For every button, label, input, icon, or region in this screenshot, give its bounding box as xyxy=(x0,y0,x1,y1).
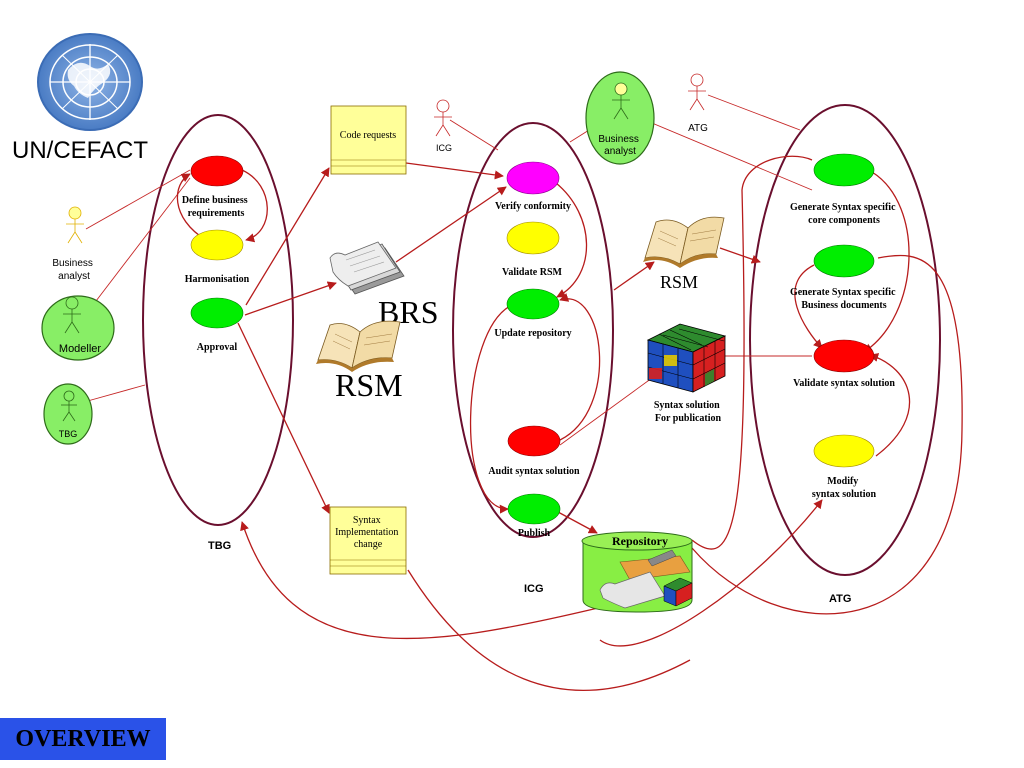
business-analyst-top-line2: analyst xyxy=(604,146,636,157)
business-analyst-left-label: Business analyst xyxy=(52,258,95,282)
syntax-solution-line1: Syntax solution xyxy=(654,400,720,411)
rsm-right-label: RSM xyxy=(660,272,698,292)
define-requirements-line1: Define business xyxy=(182,195,248,206)
verify-conformity-node[interactable] xyxy=(506,161,560,195)
update-repository-label: Update repository xyxy=(494,328,571,339)
syntax-solution-label: Syntax solution For publication xyxy=(654,400,722,424)
code-requests-note[interactable]: Code requests xyxy=(330,105,407,175)
actor-business-analyst-top xyxy=(585,71,655,165)
harmonisation-node[interactable] xyxy=(190,229,244,261)
rsm-book-left-icon xyxy=(316,320,401,372)
flow-arrows xyxy=(176,155,963,691)
generate-business-line1: Generate Syntax specific xyxy=(790,287,896,298)
audit-syntax-label: Audit syntax solution xyxy=(488,466,580,477)
generate-core-line1: Generate Syntax specific xyxy=(790,202,896,213)
atg-actor-label: ATG xyxy=(688,123,708,134)
business-analyst-left-line2: analyst xyxy=(58,271,90,282)
publish-label: Publish xyxy=(518,528,551,539)
generate-business-line2: Business documents xyxy=(801,300,886,311)
business-analyst-top-label: Business analyst xyxy=(598,134,641,157)
icg-group-label: ICG xyxy=(524,583,544,595)
rubiks-cube-icon xyxy=(646,323,727,393)
generate-core-node[interactable] xyxy=(813,153,875,187)
actor-icg xyxy=(434,99,452,137)
un-logo xyxy=(37,33,143,131)
code-requests-label: Code requests xyxy=(340,130,396,141)
modify-syntax-label: Modify syntax solution xyxy=(812,476,877,500)
tbg-group-label: TBG xyxy=(208,540,231,552)
syntax-change-note[interactable]: Syntax Implementation change xyxy=(329,506,407,575)
modify-syntax-node[interactable] xyxy=(813,434,875,468)
validate-rsm-label: Validate RSM xyxy=(502,267,562,278)
atg-swimlane xyxy=(749,104,941,576)
icg-actor-label: ICG xyxy=(436,143,452,153)
actor-atg xyxy=(688,73,706,111)
overview-label: OVERVIEW xyxy=(15,725,151,752)
validate-rsm-node[interactable] xyxy=(506,221,560,255)
define-requirements-node[interactable] xyxy=(190,155,244,187)
approval-label: Approval xyxy=(197,342,238,353)
syntax-change-line2: Implementation xyxy=(335,527,398,538)
generate-business-node[interactable] xyxy=(813,244,875,278)
modify-syntax-line2: syntax solution xyxy=(812,489,877,500)
syntax-change-line1: Syntax xyxy=(353,515,381,526)
audit-syntax-node[interactable] xyxy=(507,425,561,457)
approval-node[interactable] xyxy=(190,297,244,329)
actor-modeller xyxy=(41,295,115,361)
generate-core-line2: core components xyxy=(808,215,880,226)
tbg-actor-label: TBG xyxy=(59,429,78,439)
modeller-label: Modeller xyxy=(59,343,102,355)
rsm-left-label: RSM xyxy=(335,367,403,403)
icg-swimlane xyxy=(452,122,614,538)
validate-syntax-node[interactable] xyxy=(813,339,875,373)
harmonisation-label: Harmonisation xyxy=(185,274,250,285)
brs-document-icon xyxy=(329,241,405,295)
business-analyst-top-line1: Business xyxy=(598,134,639,145)
actor-business-analyst-left xyxy=(66,206,84,244)
publish-node[interactable] xyxy=(507,493,561,525)
rsm-book-right-icon xyxy=(643,216,725,268)
modify-syntax-line1: Modify xyxy=(827,476,858,487)
syntax-change-line3: change xyxy=(354,539,383,550)
business-analyst-left-line1: Business xyxy=(52,258,93,269)
validate-syntax-label: Validate syntax solution xyxy=(793,378,895,389)
tbg-swimlane xyxy=(142,114,294,526)
repository-label: Repository xyxy=(612,534,668,548)
org-title: UN/CEFACT xyxy=(12,137,148,164)
verify-conformity-label: Verify conformity xyxy=(495,201,571,212)
define-requirements-label: Define business requirements xyxy=(182,195,250,219)
syntax-change-label: Syntax Implementation change xyxy=(335,515,401,550)
actor-connectors xyxy=(79,94,813,446)
generate-core-label: Generate Syntax specific core components xyxy=(790,202,898,226)
update-repository-node[interactable] xyxy=(506,288,560,320)
repository-cylinder[interactable]: Repository xyxy=(581,531,693,613)
define-requirements-line2: requirements xyxy=(188,208,245,219)
actor-tbg xyxy=(43,383,93,445)
atg-group-label: ATG xyxy=(829,593,851,605)
overview-banner: OVERVIEW xyxy=(0,718,166,760)
generate-business-label: Generate Syntax specific Business docume… xyxy=(790,287,898,311)
syntax-solution-line2: For publication xyxy=(655,413,722,424)
